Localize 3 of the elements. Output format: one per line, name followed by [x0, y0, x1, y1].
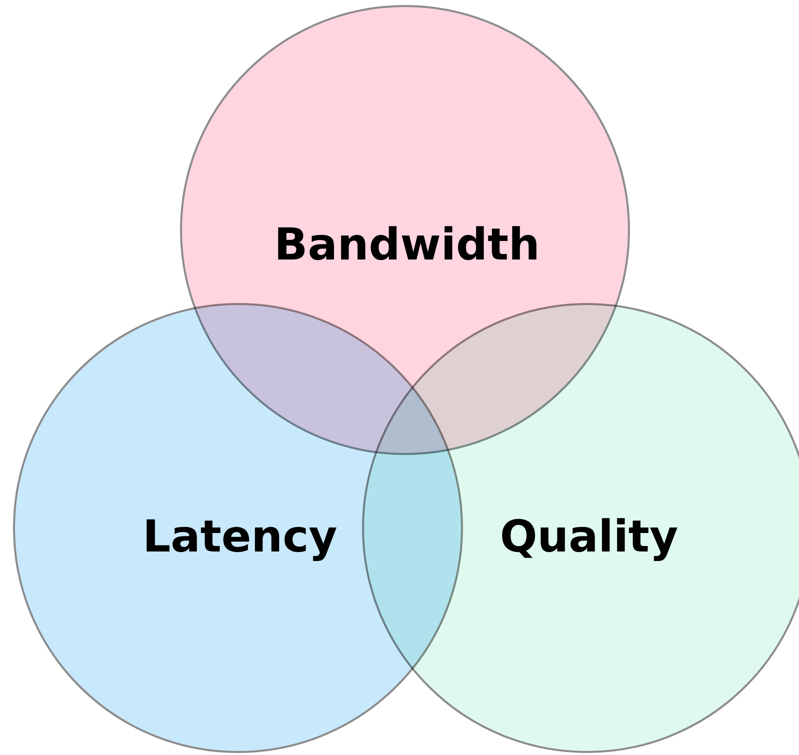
- circle-label: Latency: [142, 512, 338, 562]
- circle-label: Quality: [500, 512, 678, 562]
- circle-label: Bandwidth: [274, 220, 540, 270]
